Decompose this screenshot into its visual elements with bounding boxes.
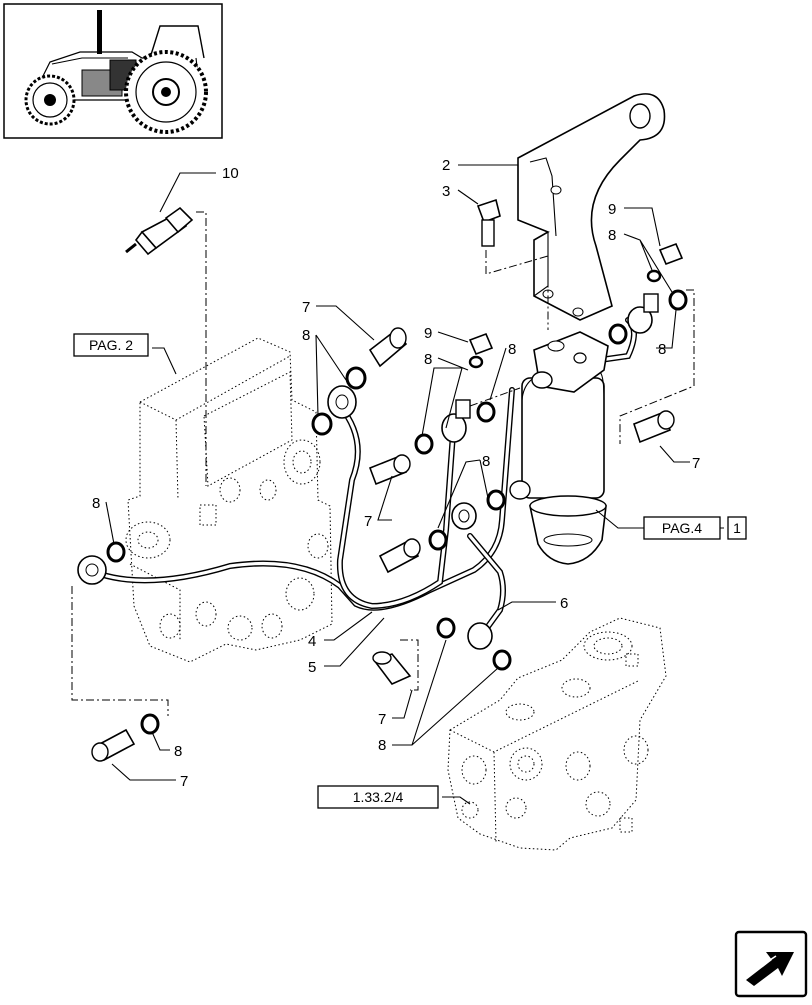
callout-8-right: 8 xyxy=(658,341,666,358)
seal-washers xyxy=(106,269,688,735)
bolt-3 xyxy=(476,198,501,247)
mounting-bracket xyxy=(517,93,666,321)
assembly-centrelines xyxy=(71,211,695,716)
callout-9-centre: 9 xyxy=(424,325,432,342)
next-page-arrow-icon xyxy=(746,952,794,986)
callout-8-left: 8 xyxy=(92,495,100,512)
callout-7-right: 7 xyxy=(692,455,700,472)
reference-pag2[interactable]: PAG. 2 xyxy=(73,333,149,357)
left-valve-block xyxy=(125,337,333,663)
callout-5: 5 xyxy=(308,659,316,676)
next-page-button[interactable] xyxy=(734,930,808,998)
callout-2: 2 xyxy=(442,157,450,174)
callout-8-centre-right: 8 xyxy=(508,341,516,358)
callout-8-bottom-left: 8 xyxy=(174,743,182,760)
callout-7-middle: 7 xyxy=(364,513,372,530)
right-distributor-block xyxy=(447,617,667,851)
callout-7-upper: 7 xyxy=(302,299,310,316)
leader-lines xyxy=(105,164,724,805)
callout-8-middle: 8 xyxy=(482,453,490,470)
banjo-bolt-lower xyxy=(378,538,421,574)
banjo-bolt-bottom-left xyxy=(91,728,136,762)
callout-7-bottom-centre: 7 xyxy=(378,711,386,728)
pipe-6 xyxy=(467,533,506,635)
tractor-icon xyxy=(24,10,208,134)
callout-7-bottom-left: 7 xyxy=(180,773,188,790)
banjo-bolt-upper xyxy=(368,327,408,368)
banjo-bolt-right xyxy=(633,410,675,444)
reference-pag4-item: 1 xyxy=(733,520,741,536)
reference-section-label: 1.33.2/4 xyxy=(353,789,404,805)
reference-pag2-label: PAG. 2 xyxy=(89,337,133,353)
reference-pag4[interactable]: PAG.4 1 xyxy=(643,516,747,540)
reference-pag4-label: PAG.4 xyxy=(662,520,702,536)
pipe-4 xyxy=(97,387,515,611)
tractor-thumbnail[interactable] xyxy=(3,3,223,139)
pressure-switch xyxy=(125,206,194,256)
callout-8-upper-left: 8 xyxy=(302,327,310,344)
callout-4: 4 xyxy=(308,633,316,650)
solenoid-valve xyxy=(509,331,609,565)
callout-3: 3 xyxy=(442,183,450,200)
reference-section[interactable]: 1.33.2/4 xyxy=(317,785,439,809)
callout-9-right: 9 xyxy=(608,201,616,218)
callout-labels: 10 2 3 7 8 9 8 8 9 8 8 8 7 8 7 4 5 6 7 8… xyxy=(92,157,700,790)
banjo-bolt-middle xyxy=(368,454,411,486)
pipe-5 xyxy=(336,403,457,610)
callout-8-bottom-centre: 8 xyxy=(378,737,386,754)
callout-8-upper-right: 8 xyxy=(608,227,616,244)
callout-8-centre: 8 xyxy=(424,351,432,368)
callout-6: 6 xyxy=(560,595,568,612)
banjo-bolt-bottom-centre xyxy=(372,651,412,685)
callout-10: 10 xyxy=(222,165,239,182)
